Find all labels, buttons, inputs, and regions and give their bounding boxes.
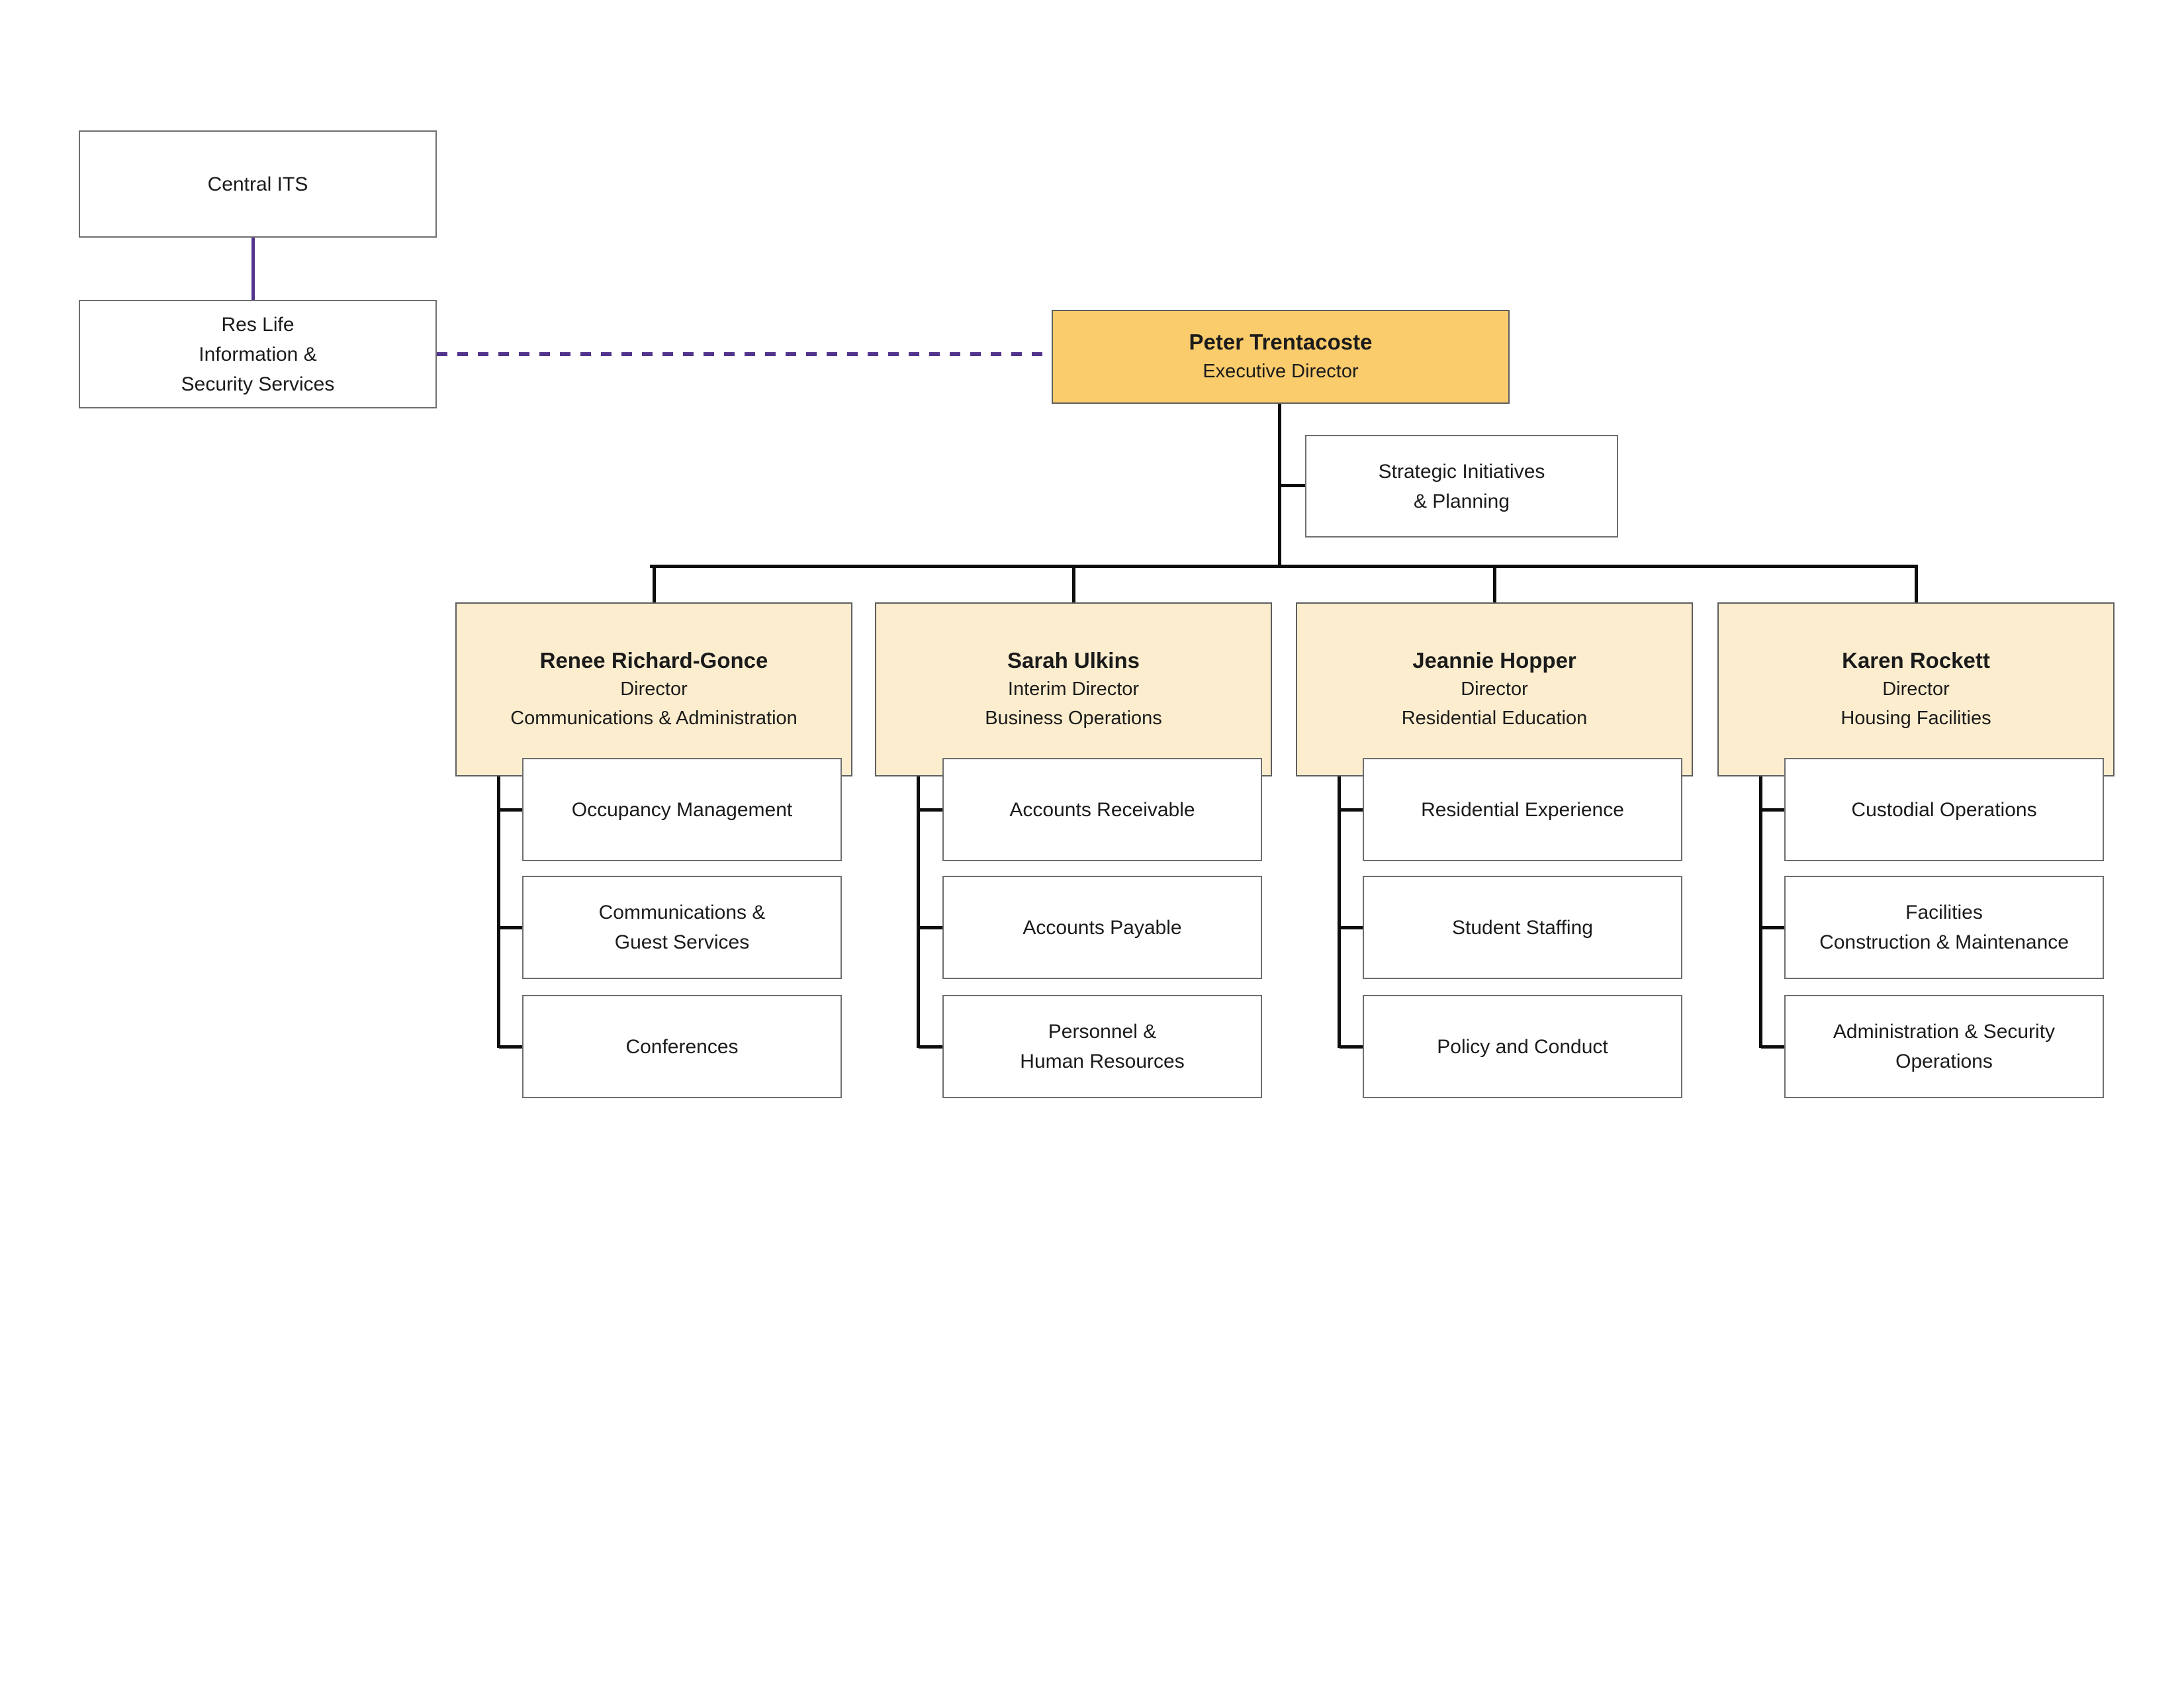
- node-personnel-human-resources: Personnel & Human Resources: [942, 995, 1262, 1098]
- person-title: Director Residential Education: [1401, 679, 1588, 729]
- person-name: Karen Rockett: [1842, 647, 1990, 673]
- node-label: Administration & Security Operations: [1833, 1021, 2056, 1072]
- person-title: Interim Director Business Operations: [985, 679, 1162, 729]
- node-label: Accounts Payable: [1023, 916, 1182, 939]
- node-custodial-operations: Custodial Operations: [1784, 758, 2104, 861]
- node-label: Personnel & Human Resources: [1020, 1021, 1185, 1072]
- node-label: Residential Experience: [1421, 798, 1624, 821]
- connector-stub: [919, 1045, 942, 1049]
- connector-dashed-res-life-to-executive: [437, 352, 1052, 356]
- connector-stub: [1340, 926, 1363, 929]
- connector-stub: [499, 926, 522, 929]
- node-occupancy-management: Occupancy Management: [522, 758, 842, 861]
- connector-central-its-to-res-life: [251, 238, 255, 300]
- node-label: Policy and Conduct: [1437, 1035, 1608, 1058]
- node-conferences: Conferences: [522, 995, 842, 1098]
- node-director-business-operations: Sarah Ulkins Interim Director Business O…: [875, 602, 1272, 776]
- connector-stub: [499, 808, 522, 812]
- node-label: Occupancy Management: [571, 798, 793, 821]
- connector-drop-business-operations: [1072, 565, 1075, 602]
- person-title: Director Housing Facilities: [1841, 679, 1991, 729]
- person-title: Executive Director: [1203, 360, 1359, 382]
- connector-stub: [499, 1045, 522, 1049]
- node-central-its: Central ITS: [79, 130, 437, 238]
- node-residential-experience: Residential Experience: [1363, 758, 1682, 861]
- node-label: Communications & Guest Services: [598, 902, 766, 953]
- connector-stub: [1761, 926, 1784, 929]
- connector-stub: [919, 926, 942, 929]
- connector-column-vertical: [497, 776, 500, 1048]
- connector-distribution-line: [650, 565, 1918, 568]
- node-director-housing-facilities: Karen Rockett Director Housing Facilitie…: [1717, 602, 2115, 776]
- node-facilities-construction-maintenance: Facilities Construction & Maintenance: [1784, 876, 2104, 979]
- node-strategic-initiatives-planning: Strategic Initiatives & Planning: [1305, 435, 1618, 538]
- node-student-staffing: Student Staffing: [1363, 876, 1682, 979]
- connector-column-vertical: [917, 776, 920, 1048]
- node-accounts-receivable: Accounts Receivable: [942, 758, 1262, 861]
- connector-stub: [1761, 1045, 1784, 1049]
- connector-stub: [1340, 1045, 1363, 1049]
- node-administration-security-operations: Administration & Security Operations: [1784, 995, 2104, 1098]
- person-name: Sarah Ulkins: [1007, 647, 1140, 673]
- connector-strategic-stub: [1279, 484, 1305, 487]
- node-director-residential-education: Jeannie Hopper Director Residential Educ…: [1296, 602, 1693, 776]
- connector-drop-communications: [653, 565, 656, 602]
- person-title: Director Communications & Administration: [510, 679, 797, 729]
- person-name: Jeannie Hopper: [1412, 647, 1576, 673]
- node-label: Res Life Information & Security Services: [181, 313, 335, 395]
- node-label: Custodial Operations: [1851, 798, 2037, 821]
- connector-stub: [1340, 808, 1363, 812]
- connector-column-vertical: [1759, 776, 1762, 1048]
- person-name: Renee Richard-Gonce: [539, 647, 768, 673]
- node-label: Strategic Initiatives & Planning: [1378, 460, 1545, 512]
- node-director-communications-administration: Renee Richard-Gonce Director Communicati…: [455, 602, 852, 776]
- connector-drop-housing-facilities: [1915, 565, 1918, 602]
- node-label: Conferences: [625, 1035, 739, 1058]
- node-label: Central ITS: [207, 173, 308, 195]
- node-label: Facilities Construction & Maintenance: [1819, 902, 2069, 953]
- person-name: Peter Trentacoste: [1189, 329, 1373, 354]
- connector-stub: [919, 808, 942, 812]
- connector-column-vertical: [1338, 776, 1341, 1048]
- node-label: Student Staffing: [1452, 916, 1593, 939]
- connector-stub: [1761, 808, 1784, 812]
- node-label: Accounts Receivable: [1009, 798, 1195, 821]
- node-policy-and-conduct: Policy and Conduct: [1363, 995, 1682, 1098]
- node-res-life-information-security-services: Res Life Information & Security Services: [79, 300, 437, 408]
- connector-drop-residential-education: [1493, 565, 1496, 602]
- node-executive-director: Peter Trentacoste Executive Director: [1052, 310, 1510, 404]
- node-accounts-payable: Accounts Payable: [942, 876, 1262, 979]
- node-communications-guest-services: Communications & Guest Services: [522, 876, 842, 979]
